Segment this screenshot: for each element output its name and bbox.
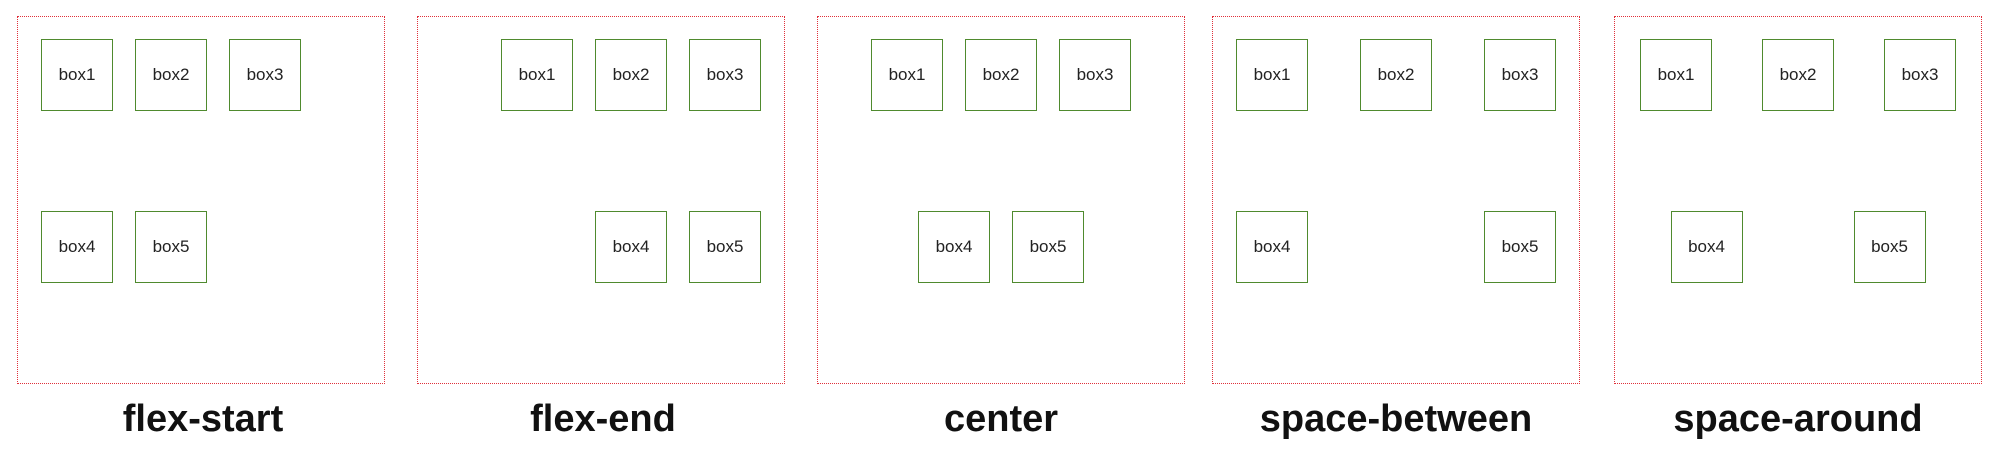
panel-center: box1 box2 box3 box4 box5	[817, 16, 1185, 384]
panel-space-between: box1 box2 box3 box4 box5	[1212, 16, 1580, 384]
row-1: box1 box2 box3	[418, 39, 784, 111]
box-3: box3	[1484, 39, 1556, 111]
row-1: box1 box2 box3	[18, 39, 384, 111]
row-2: box4 box5	[18, 211, 384, 283]
caption-space-around: space-around	[1673, 398, 1923, 440]
box-5: box5	[1853, 211, 1926, 283]
box-4: box4	[918, 211, 990, 283]
panel-space-around: box1 box2 box3 box4 box5	[1614, 16, 1982, 384]
box-4: box4	[595, 211, 667, 283]
box-2: box2	[965, 39, 1037, 111]
box-4: box4	[41, 211, 113, 283]
caption-space-between: space-between	[1259, 398, 1533, 440]
row-2: box4 box5	[418, 211, 784, 283]
box-1: box1	[41, 39, 113, 111]
box-3: box3	[689, 39, 761, 111]
box-2: box2	[595, 39, 667, 111]
row-2: box4 box5	[1615, 211, 1981, 283]
caption-flex-start: flex-start	[122, 398, 284, 440]
box-5: box5	[689, 211, 761, 283]
box-1: box1	[1640, 39, 1712, 111]
box-5: box5	[1484, 211, 1556, 283]
row-1: box1 box2 box3	[818, 39, 1184, 111]
row-1: box1 box2 box3	[1213, 39, 1579, 111]
box-2: box2	[135, 39, 207, 111]
caption-center: center	[943, 398, 1059, 440]
row-1: box1 box2 box3	[1615, 39, 1981, 111]
box-3: box3	[1884, 39, 1956, 111]
box-3: box3	[229, 39, 301, 111]
box-5: box5	[1012, 211, 1084, 283]
box-1: box1	[501, 39, 573, 111]
box-1: box1	[1236, 39, 1308, 111]
box-4: box4	[1236, 211, 1308, 283]
box-2: box2	[1762, 39, 1834, 111]
box-2: box2	[1360, 39, 1432, 111]
row-2: box4 box5	[818, 211, 1184, 283]
row-2: box4 box5	[1213, 211, 1579, 283]
box-3: box3	[1059, 39, 1131, 111]
box-1: box1	[871, 39, 943, 111]
panel-flex-end: box1 box2 box3 box4 box5	[417, 16, 785, 384]
panel-flex-start: box1 box2 box3 box4 box5	[17, 16, 385, 384]
box-4: box4	[1670, 211, 1743, 283]
box-5: box5	[135, 211, 207, 283]
caption-flex-end: flex-end	[530, 398, 676, 440]
